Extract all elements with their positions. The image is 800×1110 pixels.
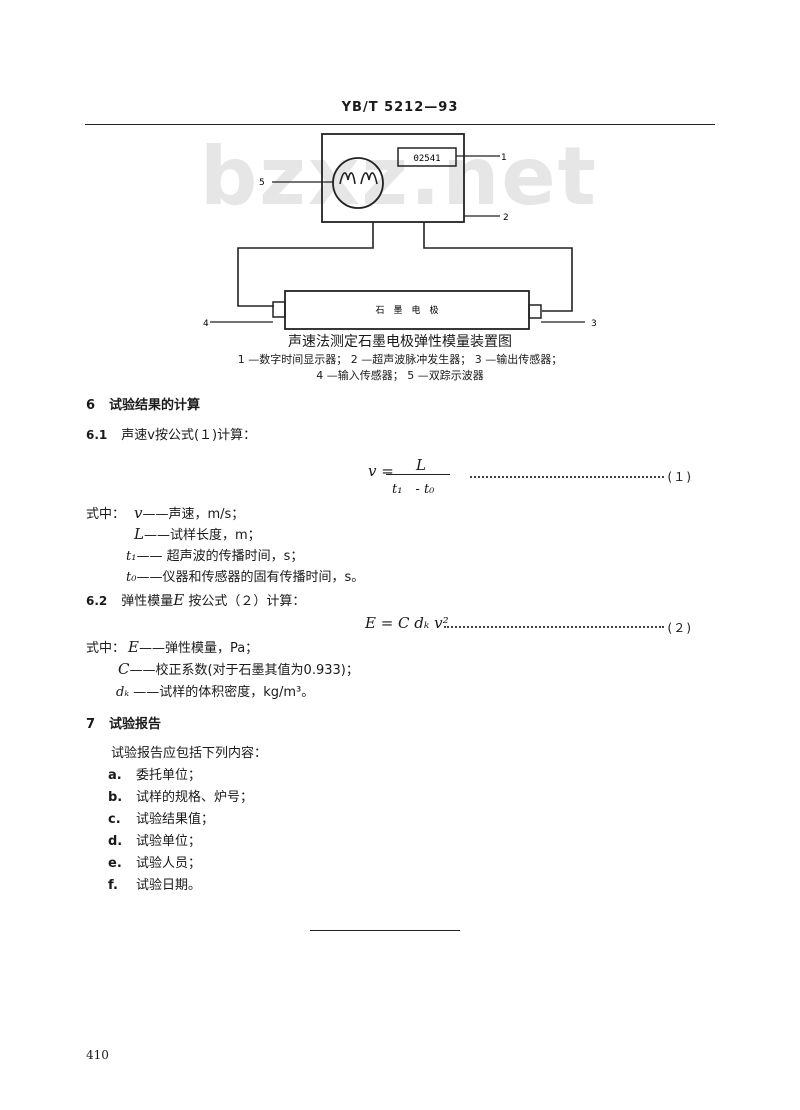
def-t1: t₁—— 超声波的传播时间，s； <box>126 549 304 564</box>
eq1-lhs: v = <box>368 462 394 480</box>
electrode-label: 石 墨 电 极 <box>375 304 438 316</box>
eq1-leader <box>470 476 664 478</box>
end-rule <box>310 930 460 931</box>
output-cable <box>423 222 573 312</box>
eq2-where-label: 式中： <box>86 641 126 656</box>
callout-4: 4 <box>203 319 209 329</box>
eq1-denominator: t₁ - t₀ <box>392 482 435 497</box>
def-dk: dₖ ——试样的体积密度，kg/m³。 <box>116 685 315 700</box>
display-value: 02541 <box>413 154 440 164</box>
figure-legend-line-1: 1 —数字时间显示器； 2 —超声波脉冲发生器； 3 —输出传感器； <box>237 353 563 366</box>
report-item-c: c.试验结果值； <box>108 812 215 827</box>
report-item-a: a.委托单位； <box>108 768 202 783</box>
report-item-e: e.试验人员； <box>108 856 202 871</box>
figure-caption: 声速法测定石墨电极弹性模量装置图 <box>288 334 512 350</box>
standard-code-header: YB/T 5212—93 <box>341 100 459 115</box>
report-item-b: b.试样的规格、炉号； <box>108 790 254 805</box>
def-t0: t₀——仪器和传感器的固有传播时间，s。 <box>126 570 365 585</box>
callout-5: 5 <box>259 178 265 188</box>
watermark: bzxz.net <box>200 130 598 223</box>
apparatus-diagram: 02541 1 2 5 石 墨 电 极 4 3 <box>203 133 597 330</box>
def-E: E——弹性模量，Pa； <box>128 638 259 656</box>
callout-1: 1 <box>501 153 507 163</box>
eq2-number: (２) <box>666 621 693 635</box>
digital-display <box>397 147 457 167</box>
figure-legend-line-2: 4 —输入传感器； 5 —双踪示波器 <box>316 369 484 382</box>
def-C: C——校正系数(对于石墨其值为0.933)； <box>118 660 359 678</box>
header-rule <box>85 124 715 125</box>
output-sensor <box>528 304 542 319</box>
eq1-numerator: L <box>416 456 426 474</box>
input-sensor <box>272 301 286 318</box>
callout-2: 2 <box>503 213 509 223</box>
callout-3: 3 <box>591 319 597 329</box>
report-intro: 试验报告应包括下列内容： <box>111 746 268 761</box>
report-item-d: d.试验单位； <box>108 834 202 849</box>
oscilloscope-screen <box>332 157 384 209</box>
eq2: E = C dₖ v² <box>365 614 449 632</box>
eq1-number: (１) <box>666 470 693 484</box>
page-number: 410 <box>86 1048 109 1062</box>
eq1-fraction-bar <box>386 474 450 475</box>
eq1-where-label: 式中： <box>86 507 126 522</box>
input-cable <box>237 222 374 307</box>
def-L: L——试样长度，m； <box>134 525 261 543</box>
eq2-leader <box>444 626 664 628</box>
waveform-icon <box>339 172 378 185</box>
instrument-box <box>321 133 465 223</box>
def-v: v——声速，m/s； <box>134 504 245 522</box>
report-item-f: f.试验日期。 <box>108 878 202 893</box>
